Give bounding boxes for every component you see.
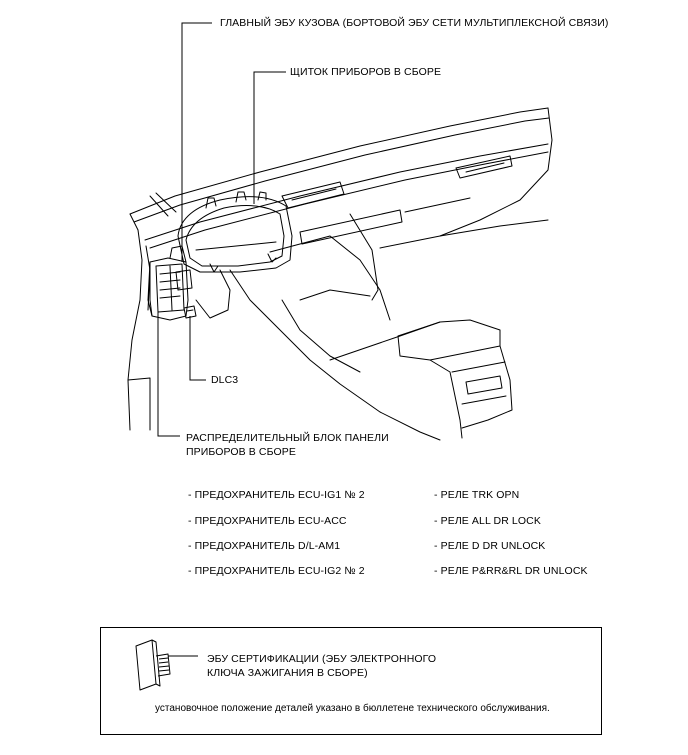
fuse-item: - ПРЕДОХРАНИТЕЛЬ ECU-IG2 № 2 (188, 565, 365, 577)
legend-box (100, 627, 602, 735)
relay-item: - РЕЛЕ D DR UNLOCK (434, 540, 546, 552)
certification-ecu-label-line1: ЭБУ СЕРТИФИКАЦИИ (ЭБУ ЭЛЕКТРОННОГО (207, 653, 437, 665)
relay-item: - РЕЛЕ TRK OPN (434, 489, 520, 501)
junction-block-label-line2: ПРИБОРОВ В СБОРЕ (186, 446, 296, 458)
dlc3-label: DLC3 (211, 374, 239, 386)
fuse-item: - ПРЕДОХРАНИТЕЛЬ ECU-ACC (188, 515, 347, 527)
main-body-ecu-label: ГЛАВНЫЙ ЭБУ КУЗОВА (БОРТОВОЙ ЭБУ СЕТИ МУ… (220, 17, 609, 29)
fuse-item: - ПРЕДОХРАНИТЕЛЬ D/L-AM1 (188, 540, 341, 552)
combination-meter-label: ЩИТОК ПРИБОРОВ В СБОРЕ (290, 66, 442, 78)
certification-ecu-label-line2: КЛЮЧА ЗАЖИГАНИЯ В СБОРЕ) (207, 667, 368, 679)
relay-item: - РЕЛЕ ALL DR LOCK (434, 515, 541, 527)
relay-item: - РЕЛЕ P&RR&RL DR UNLOCK (434, 565, 588, 577)
junction-block-label-line1: РАСПРЕДЕЛИТЕЛЬНЫЙ БЛОК ПАНЕЛИ (186, 432, 389, 444)
fuse-item: - ПРЕДОХРАНИТЕЛЬ ECU-IG1 № 2 (188, 489, 365, 501)
service-bulletin-note: установочное положение деталей указано в… (155, 703, 550, 714)
